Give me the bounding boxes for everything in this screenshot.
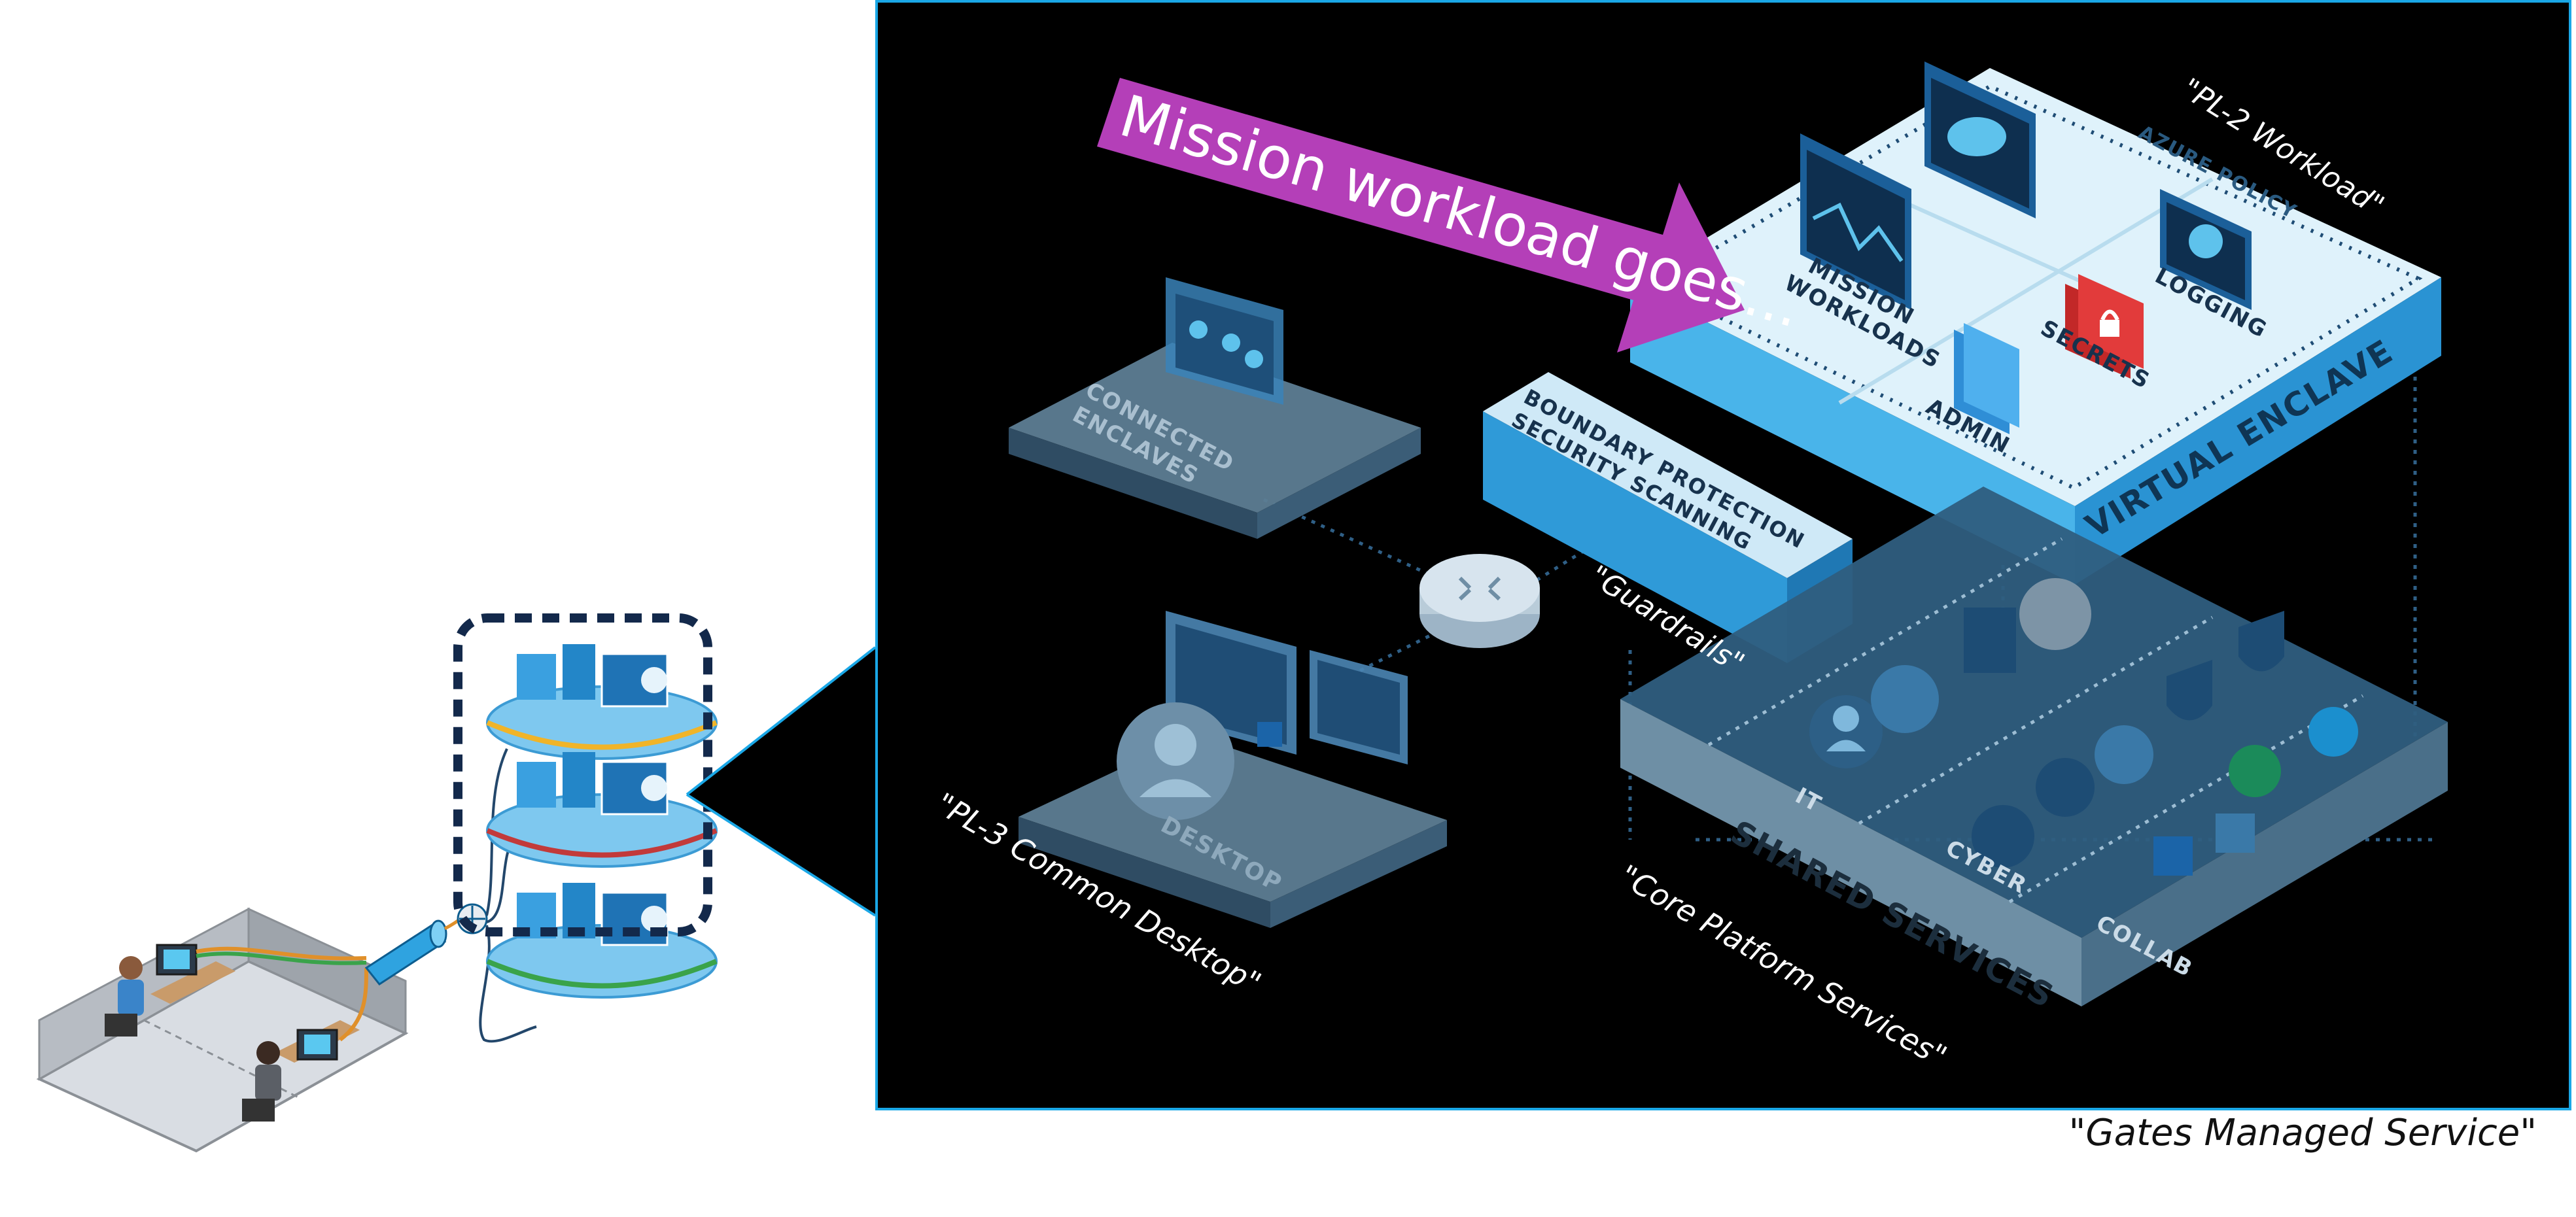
selection-highlight [453,613,712,936]
cloud-stack [453,613,718,999]
left-illustration [36,613,875,1153]
connected-enclaves-icon [1166,277,1283,405]
skype-icon [2308,707,2358,757]
connected-enclaves-platform: CONNECTEDENCLAVES [1009,277,1421,539]
architecture-svg: CONNECTEDENCLAVES DESKTOP [930,61,2448,1074]
outlook-icon [1257,722,1282,747]
router-icon [1419,554,1540,648]
sync-icon [1871,665,1939,733]
sharepoint-icon [2229,745,2281,797]
cloud-tier-3 [486,883,718,999]
desk [150,961,235,1004]
network-hub-icon [2095,725,2153,784]
magnifier-icon [1972,805,2034,868]
admin-document-icon [1954,323,2019,434]
secrets-icon [2065,274,2144,379]
transfer-icon [2036,758,2095,817]
person-icon [256,1041,280,1065]
id-card-icon [1964,608,2016,673]
exchange-icon [2216,814,2255,853]
outlook-icon [2153,836,2193,876]
logging-icon [2160,189,2252,310]
callout-pointer [687,647,875,916]
world-map-window-icon [1924,61,2036,218]
cloud-tier-1 [486,644,718,760]
cloud-tier-2 [486,752,718,868]
globe-icon [2019,578,2091,650]
lock-shield-icon [2238,611,2284,672]
architecture-panel: CONNECTEDENCLAVES DESKTOP [875,0,2571,1110]
office-cubicle [36,907,409,1153]
shared-services-platform: IT CYBER COLLAB SHARED SERVICES [1620,487,2448,1016]
person-icon [119,956,143,980]
gates-managed-service-label: "Gates Managed Service" [2068,1112,2537,1154]
it-person-icon [1809,695,1883,768]
bug-shield-icon [2167,660,2212,721]
mission-workloads-icon [1800,133,1911,310]
desktop-platform: DESKTOP [1018,611,1447,928]
